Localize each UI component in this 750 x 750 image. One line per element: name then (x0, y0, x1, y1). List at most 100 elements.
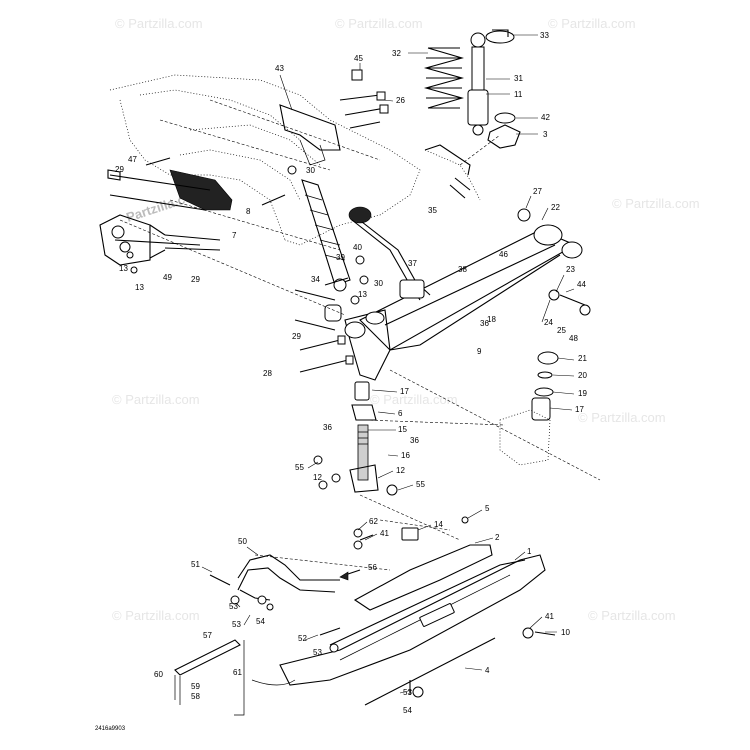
bracket-upper-right (424, 134, 501, 201)
callout-13-c: 13 (358, 290, 367, 299)
svg-text:34: 34 (311, 275, 320, 284)
callout-43: 43 (275, 64, 284, 73)
svg-text:1: 1 (527, 547, 532, 556)
callout-18: 18 (487, 315, 496, 324)
svg-text:25: 25 (557, 326, 566, 335)
callout-5: 5 (485, 504, 490, 513)
svg-text:53: 53 (229, 602, 238, 611)
svg-text:19: 19 (578, 389, 587, 398)
callout-30-b: 30 (374, 279, 383, 288)
watermark-center-mid: © Partzilla.com (370, 392, 458, 407)
callout-1: 1 (527, 547, 532, 556)
svg-text:55: 55 (295, 463, 304, 472)
svg-text:32: 32 (392, 49, 401, 58)
plate-assembly (99, 169, 233, 266)
ski-leg-right (499, 351, 559, 466)
svg-text:26: 26 (396, 96, 405, 105)
callout-11: 11 (514, 90, 523, 99)
callout-15: 15 (398, 425, 407, 434)
svg-text:49: 49 (163, 273, 172, 282)
callout-58: 58 (191, 692, 200, 701)
callout-12-a: 12 (396, 466, 405, 475)
callout-13-a: 13 (119, 264, 128, 273)
callout-53-d: 53 (403, 688, 412, 697)
svg-text:8: 8 (246, 207, 251, 216)
svg-text:39: 39 (336, 253, 345, 262)
svg-text:22: 22 (551, 203, 560, 212)
svg-text:50: 50 (238, 537, 247, 546)
callout-42: 42 (541, 113, 550, 122)
svg-text:10: 10 (561, 628, 570, 637)
callout-47: 47 (128, 155, 137, 164)
callout-12-b: 12 (313, 473, 322, 482)
svg-text:12: 12 (313, 473, 322, 482)
callout-24: 24 (544, 318, 553, 327)
bushing-17 (351, 381, 377, 421)
callout-32: 32 (392, 49, 401, 58)
callout-9: 9 (477, 347, 482, 356)
svg-text:5: 5 (485, 504, 490, 513)
svg-text:13: 13 (119, 264, 128, 273)
callout-54-a: 54 (256, 617, 265, 626)
spindle-15 (349, 424, 379, 493)
nuts-and-washers (126, 69, 591, 496)
callout-53-b: 53 (232, 620, 241, 629)
svg-text:57: 57 (203, 631, 212, 640)
callout-36-a: 36 (480, 319, 489, 328)
callout-53-a: 53 (229, 602, 238, 611)
callout-29-c: 29 (292, 332, 301, 341)
ski-handle-50 (237, 554, 340, 601)
bolts-28 (299, 335, 354, 373)
callout-60: 60 (154, 670, 163, 679)
callout-52: 52 (298, 634, 307, 643)
svg-text:61: 61 (233, 668, 242, 677)
svg-text:3: 3 (543, 130, 548, 139)
svg-text:36: 36 (323, 423, 332, 432)
ski-reinforcement-2 (353, 544, 493, 611)
ski-1 (279, 554, 546, 686)
svg-text:56: 56 (368, 563, 377, 572)
callout-59: 59 (191, 682, 200, 691)
svg-text:41: 41 (545, 612, 554, 621)
svg-text:33: 33 (540, 31, 549, 40)
callout-3: 3 (543, 130, 548, 139)
callout-10: 10 (561, 628, 570, 637)
callout-13-b: 13 (135, 283, 144, 292)
svg-text:55: 55 (416, 480, 425, 489)
bolts-26 (339, 91, 389, 129)
arrow-56 (339, 569, 361, 581)
bumper-42-3 (487, 112, 521, 149)
svg-text:29: 29 (292, 332, 301, 341)
svg-text:38: 38 (458, 265, 467, 274)
callout-6: 6 (398, 409, 403, 418)
watermark-top-center: © Partzilla.com (335, 16, 423, 31)
watermark-top-left: © Partzilla.com (115, 16, 203, 31)
svg-text:59: 59 (191, 682, 200, 691)
frame-outline (109, 74, 421, 251)
svg-text:41: 41 (380, 529, 389, 538)
svg-text:53: 53 (403, 688, 412, 697)
svg-text:58: 58 (191, 692, 200, 701)
shock-absorber-11 (467, 32, 489, 136)
svg-text:37: 37 (408, 259, 417, 268)
svg-text:42: 42 (541, 113, 550, 122)
callout-8: 8 (246, 207, 251, 216)
alignment-lines (119, 219, 601, 571)
ski-wear-bar-4 (364, 637, 496, 706)
spindle-housing (344, 309, 391, 381)
callout-45: 45 (354, 54, 363, 63)
svg-text:20: 20 (578, 371, 587, 380)
svg-text:30: 30 (374, 279, 383, 288)
leader-lines (201, 34, 575, 694)
svg-text:53: 53 (313, 648, 322, 657)
svg-text:2: 2 (495, 533, 500, 542)
bolts-left-47-8-34 (145, 157, 349, 286)
svg-text:31: 31 (514, 74, 523, 83)
callout-19: 19 (578, 389, 587, 398)
diagram-code: 2416a9903 (95, 726, 126, 732)
callout-55-a: 55 (295, 463, 304, 472)
watermark-right-low: © Partzilla.com (588, 608, 676, 623)
callout-22: 22 (551, 203, 560, 212)
svg-text:44: 44 (577, 280, 586, 289)
